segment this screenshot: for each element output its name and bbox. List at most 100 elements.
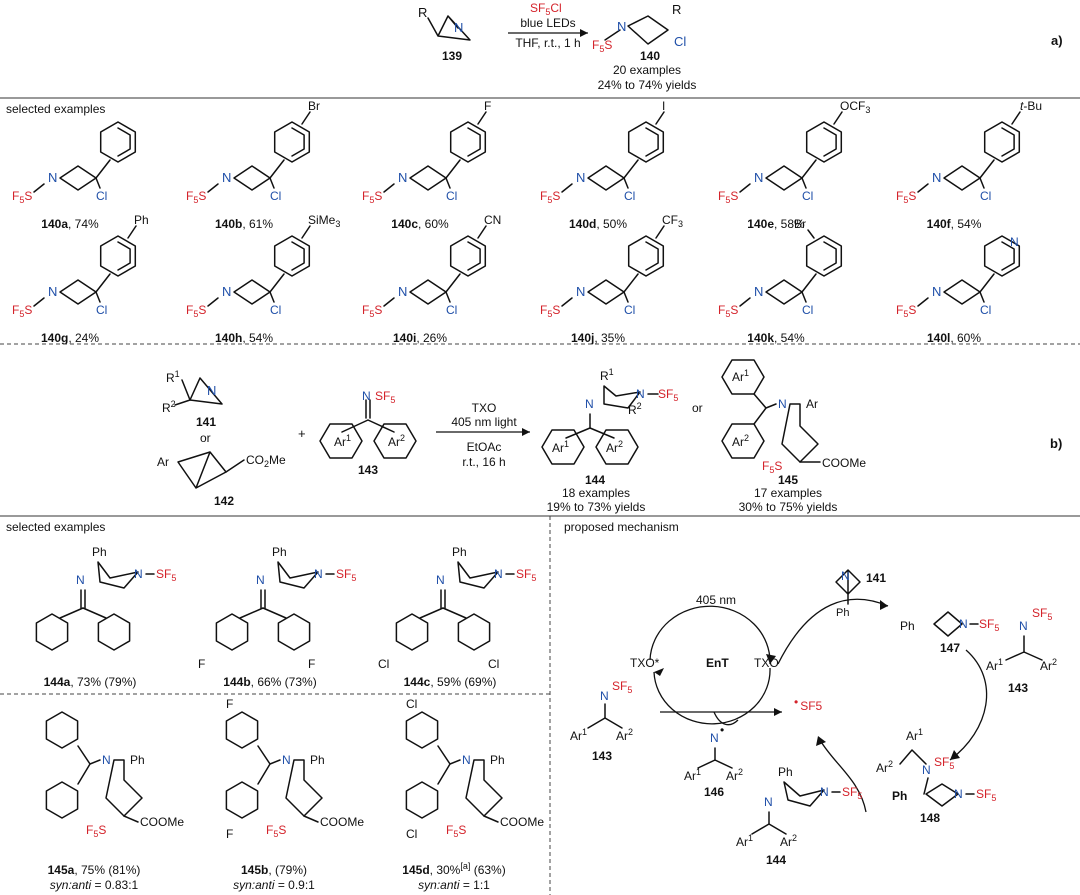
selected-examples-label-a: selected examples — [6, 102, 105, 116]
chlorine-label: Cl — [446, 303, 457, 317]
phenyl-label: Ph — [92, 545, 107, 559]
sf5-group-label: F5S — [540, 189, 560, 205]
substituent-label: t-Bu — [1020, 99, 1042, 113]
substituent-label: CN — [484, 213, 501, 227]
chlorine-label: Cl — [446, 189, 457, 203]
chlorine-label: Cl — [270, 189, 281, 203]
svg-text:147: 147 — [940, 641, 960, 655]
condition-solvent: THF, r.t., 1 h — [515, 36, 580, 50]
sf5-group-label: SF5 — [516, 567, 536, 583]
svg-text:•: • — [720, 723, 724, 737]
svg-text:Ar2: Ar2 — [1040, 657, 1057, 673]
svg-text:Ar2: Ar2 — [388, 433, 405, 449]
svg-text:N: N — [764, 795, 773, 809]
svg-text:Ar1: Ar1 — [736, 833, 753, 849]
reactant-139: R N 139 — [418, 5, 471, 63]
sf5-radical: •SF5 — [794, 695, 823, 713]
svg-text:Cl: Cl — [674, 34, 686, 49]
sf5-group-label: F5S — [12, 303, 32, 319]
svg-text:R1: R1 — [600, 367, 614, 383]
chlorine-label: Cl — [96, 189, 107, 203]
example-caption: 140j, 35% — [571, 331, 625, 345]
diastereomer-ratio: syn:anti = 0.9:1 — [233, 878, 315, 892]
svg-text:SF5: SF5 — [976, 787, 996, 803]
ester-label: COOMe — [140, 815, 184, 829]
nitrogen-label: N — [494, 567, 503, 581]
svg-text:+: + — [298, 426, 306, 441]
svg-text:EtOAc: EtOAc — [467, 440, 502, 454]
example-caption: 144a, 73% (79%) — [44, 675, 137, 689]
example-caption: 140h, 54% — [215, 331, 273, 345]
sf5-group-label: F5S — [186, 189, 206, 205]
sf5-group-label: F5S — [362, 189, 382, 205]
svg-text:Ar1: Ar1 — [570, 727, 587, 743]
selected-examples-label-b: selected examples — [6, 520, 105, 534]
chlorine-label: Cl — [96, 303, 107, 317]
phenyl-label: Ph — [272, 545, 287, 559]
substituent-label: Cl — [406, 697, 417, 711]
nitrogen-label: N — [454, 20, 463, 35]
svg-text:N: N — [1019, 619, 1028, 633]
svg-text:R2: R2 — [628, 401, 642, 417]
nitrogen-label: N — [282, 753, 291, 767]
svg-text:SF5: SF5 — [375, 389, 395, 405]
example-caption: 140g, 24% — [41, 331, 99, 345]
svg-text:SF5: SF5 — [1032, 606, 1052, 622]
svg-text:141: 141 — [196, 415, 216, 429]
svg-text:Ph: Ph — [892, 789, 907, 803]
nitrogen-label: N — [932, 284, 941, 299]
nitrogen-label: N — [48, 170, 57, 185]
nitrogen-label: N — [102, 753, 111, 767]
phenyl-label: Ph — [490, 753, 505, 767]
example-caption: 144b, 66% (73%) — [223, 675, 316, 689]
example-caption: 140i, 26% — [393, 331, 447, 345]
substituent-label: Ph — [134, 213, 149, 227]
reactant-142: Ar CO2Me 142 — [157, 451, 286, 508]
mech-143-right: N SF5 Ar1 Ar2 143 — [986, 606, 1057, 695]
sf5-group-label: F5S — [718, 189, 738, 205]
svg-text:Ar1: Ar1 — [906, 727, 923, 743]
sf5-group-label: F5S — [86, 823, 106, 839]
nitrogen-label: N — [48, 284, 57, 299]
svg-text:N: N — [600, 689, 609, 703]
phenyl-label: Ph — [310, 753, 325, 767]
svg-text:17 examples: 17 examples — [754, 486, 822, 500]
reactant-141: R1 R2 N 141 or — [162, 369, 223, 445]
svg-text:30% to 75% yields: 30% to 75% yields — [739, 500, 838, 514]
svg-text:R: R — [672, 2, 681, 17]
svg-text:Ph: Ph — [900, 619, 915, 633]
sf5-group-label: F5S — [12, 189, 32, 205]
reaction-arrow-a: SF5Cl blue LEDs THF, r.t., 1 h — [508, 1, 588, 50]
nitrogen-label: N — [398, 170, 407, 185]
svg-text:N: N — [362, 389, 371, 403]
sf5-group-label: F5S — [896, 189, 916, 205]
svg-text:R1: R1 — [166, 369, 180, 385]
nitrogen-label: N — [222, 284, 231, 299]
svg-text:Ar1: Ar1 — [552, 439, 569, 455]
pyridine-nitrogen: N — [1010, 235, 1019, 249]
svg-text:R2: R2 — [162, 399, 176, 415]
svg-text:F5S: F5S — [762, 459, 782, 475]
svg-text:405 nm light: 405 nm light — [451, 415, 517, 429]
svg-text:Ar2: Ar2 — [780, 833, 797, 849]
substituent-label: SiMe3 — [308, 213, 340, 229]
svg-text:Ar2: Ar2 — [606, 439, 623, 455]
example-caption: 140l, 60% — [927, 331, 981, 345]
txo-excited-label: TXO* — [630, 656, 660, 670]
nitrogen-label: N — [462, 753, 471, 767]
svg-text:SF5Cl: SF5Cl — [530, 1, 562, 17]
chlorine-label: Cl — [980, 303, 991, 317]
ester-label: COOMe — [320, 815, 364, 829]
mech-144: Ph N SF5 N Ar1 Ar2 144 — [736, 765, 862, 867]
sf5-group-label: SF5 — [156, 567, 176, 583]
svg-text:Ph: Ph — [836, 607, 849, 619]
svg-text:N: N — [778, 397, 787, 411]
